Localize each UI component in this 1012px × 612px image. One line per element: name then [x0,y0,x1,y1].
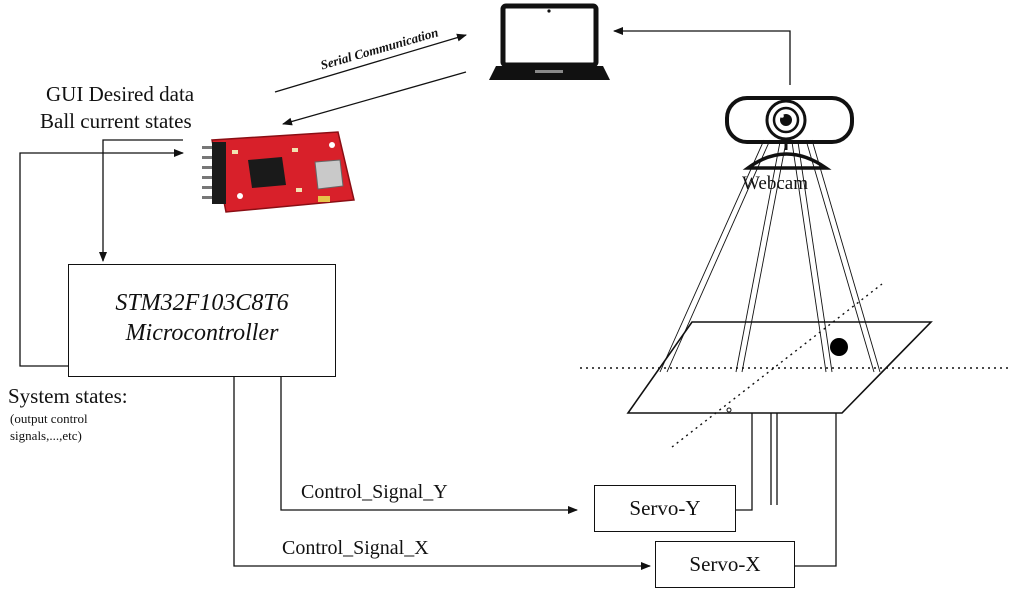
webcam-label: Webcam [742,173,808,194]
servo-y-box: Servo-Y [594,485,736,532]
servo-x-link [795,367,837,567]
servo-x-box: Servo-X [655,541,795,588]
camera-view-lines [659,139,881,373]
microcontroller-part-number: STM32F103C8T6 [115,290,289,316]
serial-uplink-arrow [274,33,467,93]
control-signal-y-arrow [280,377,578,514]
servo-x-label: Servo-X [689,552,761,576]
microcontroller-box: STM32F103C8T6 Microcontroller [68,264,336,377]
axis-marker-dot [726,407,732,413]
servo-y-link [736,395,753,511]
mcu-to-usb-arrow [19,149,184,367]
system-states-sub1: (output control [10,411,88,426]
system-states-sub2: signals,...,etc) [10,428,82,443]
system-states-title: System states: [8,384,128,408]
servo-y-label: Servo-Y [629,496,701,520]
control-signal-x-label: Control_Signal_X [282,537,429,559]
usb-to-mcu-arrow [99,139,183,262]
usb-label-ball-current-states: Ball current states [40,109,192,133]
laptop-icon [489,3,610,80]
usb-label-gui-desired-data: GUI Desired data [46,82,195,106]
ball-icon [830,338,848,356]
y-axis-dotted [671,283,883,448]
microcontroller-label: Microcontroller [125,320,279,346]
control-signal-x-arrow [233,377,651,570]
serial-downlink-arrow [282,71,467,126]
webcam-icon [725,96,854,170]
control-signal-y-label: Control_Signal_Y [301,481,448,503]
usb-serial-module-icon [202,131,355,213]
webcam-to-laptop-arrow [613,27,791,85]
